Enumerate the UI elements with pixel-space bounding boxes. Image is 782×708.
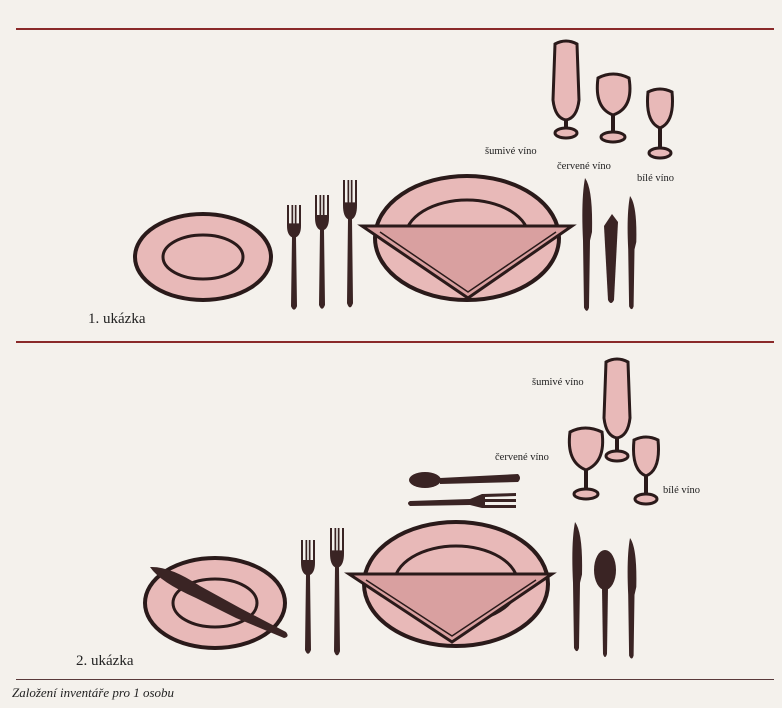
section1-title: 1. ukázka <box>88 311 145 328</box>
section2-label-white-wine: bílé víno <box>663 485 700 496</box>
section2-label-red-wine: červené víno <box>495 452 549 463</box>
section1-forks <box>287 180 357 310</box>
figure-caption: Založení inventáře pro 1 osobu <box>12 685 174 701</box>
section1-bread-plate <box>135 214 271 300</box>
section1-label-red-wine: červené víno <box>557 161 611 172</box>
section2-forks <box>301 528 344 655</box>
section2-label-sparkling-wine: šumivé víno <box>532 377 584 388</box>
section1-label-sparkling-wine: šumivé víno <box>485 146 537 157</box>
section2-title: 2. ukázka <box>76 653 133 670</box>
section2-right-cutlery <box>572 522 636 659</box>
section1-knives <box>582 178 636 311</box>
section1-glasses <box>553 41 673 158</box>
section2-dessert-cutlery <box>408 472 520 508</box>
section1-label-white-wine: bílé víno <box>637 173 674 184</box>
